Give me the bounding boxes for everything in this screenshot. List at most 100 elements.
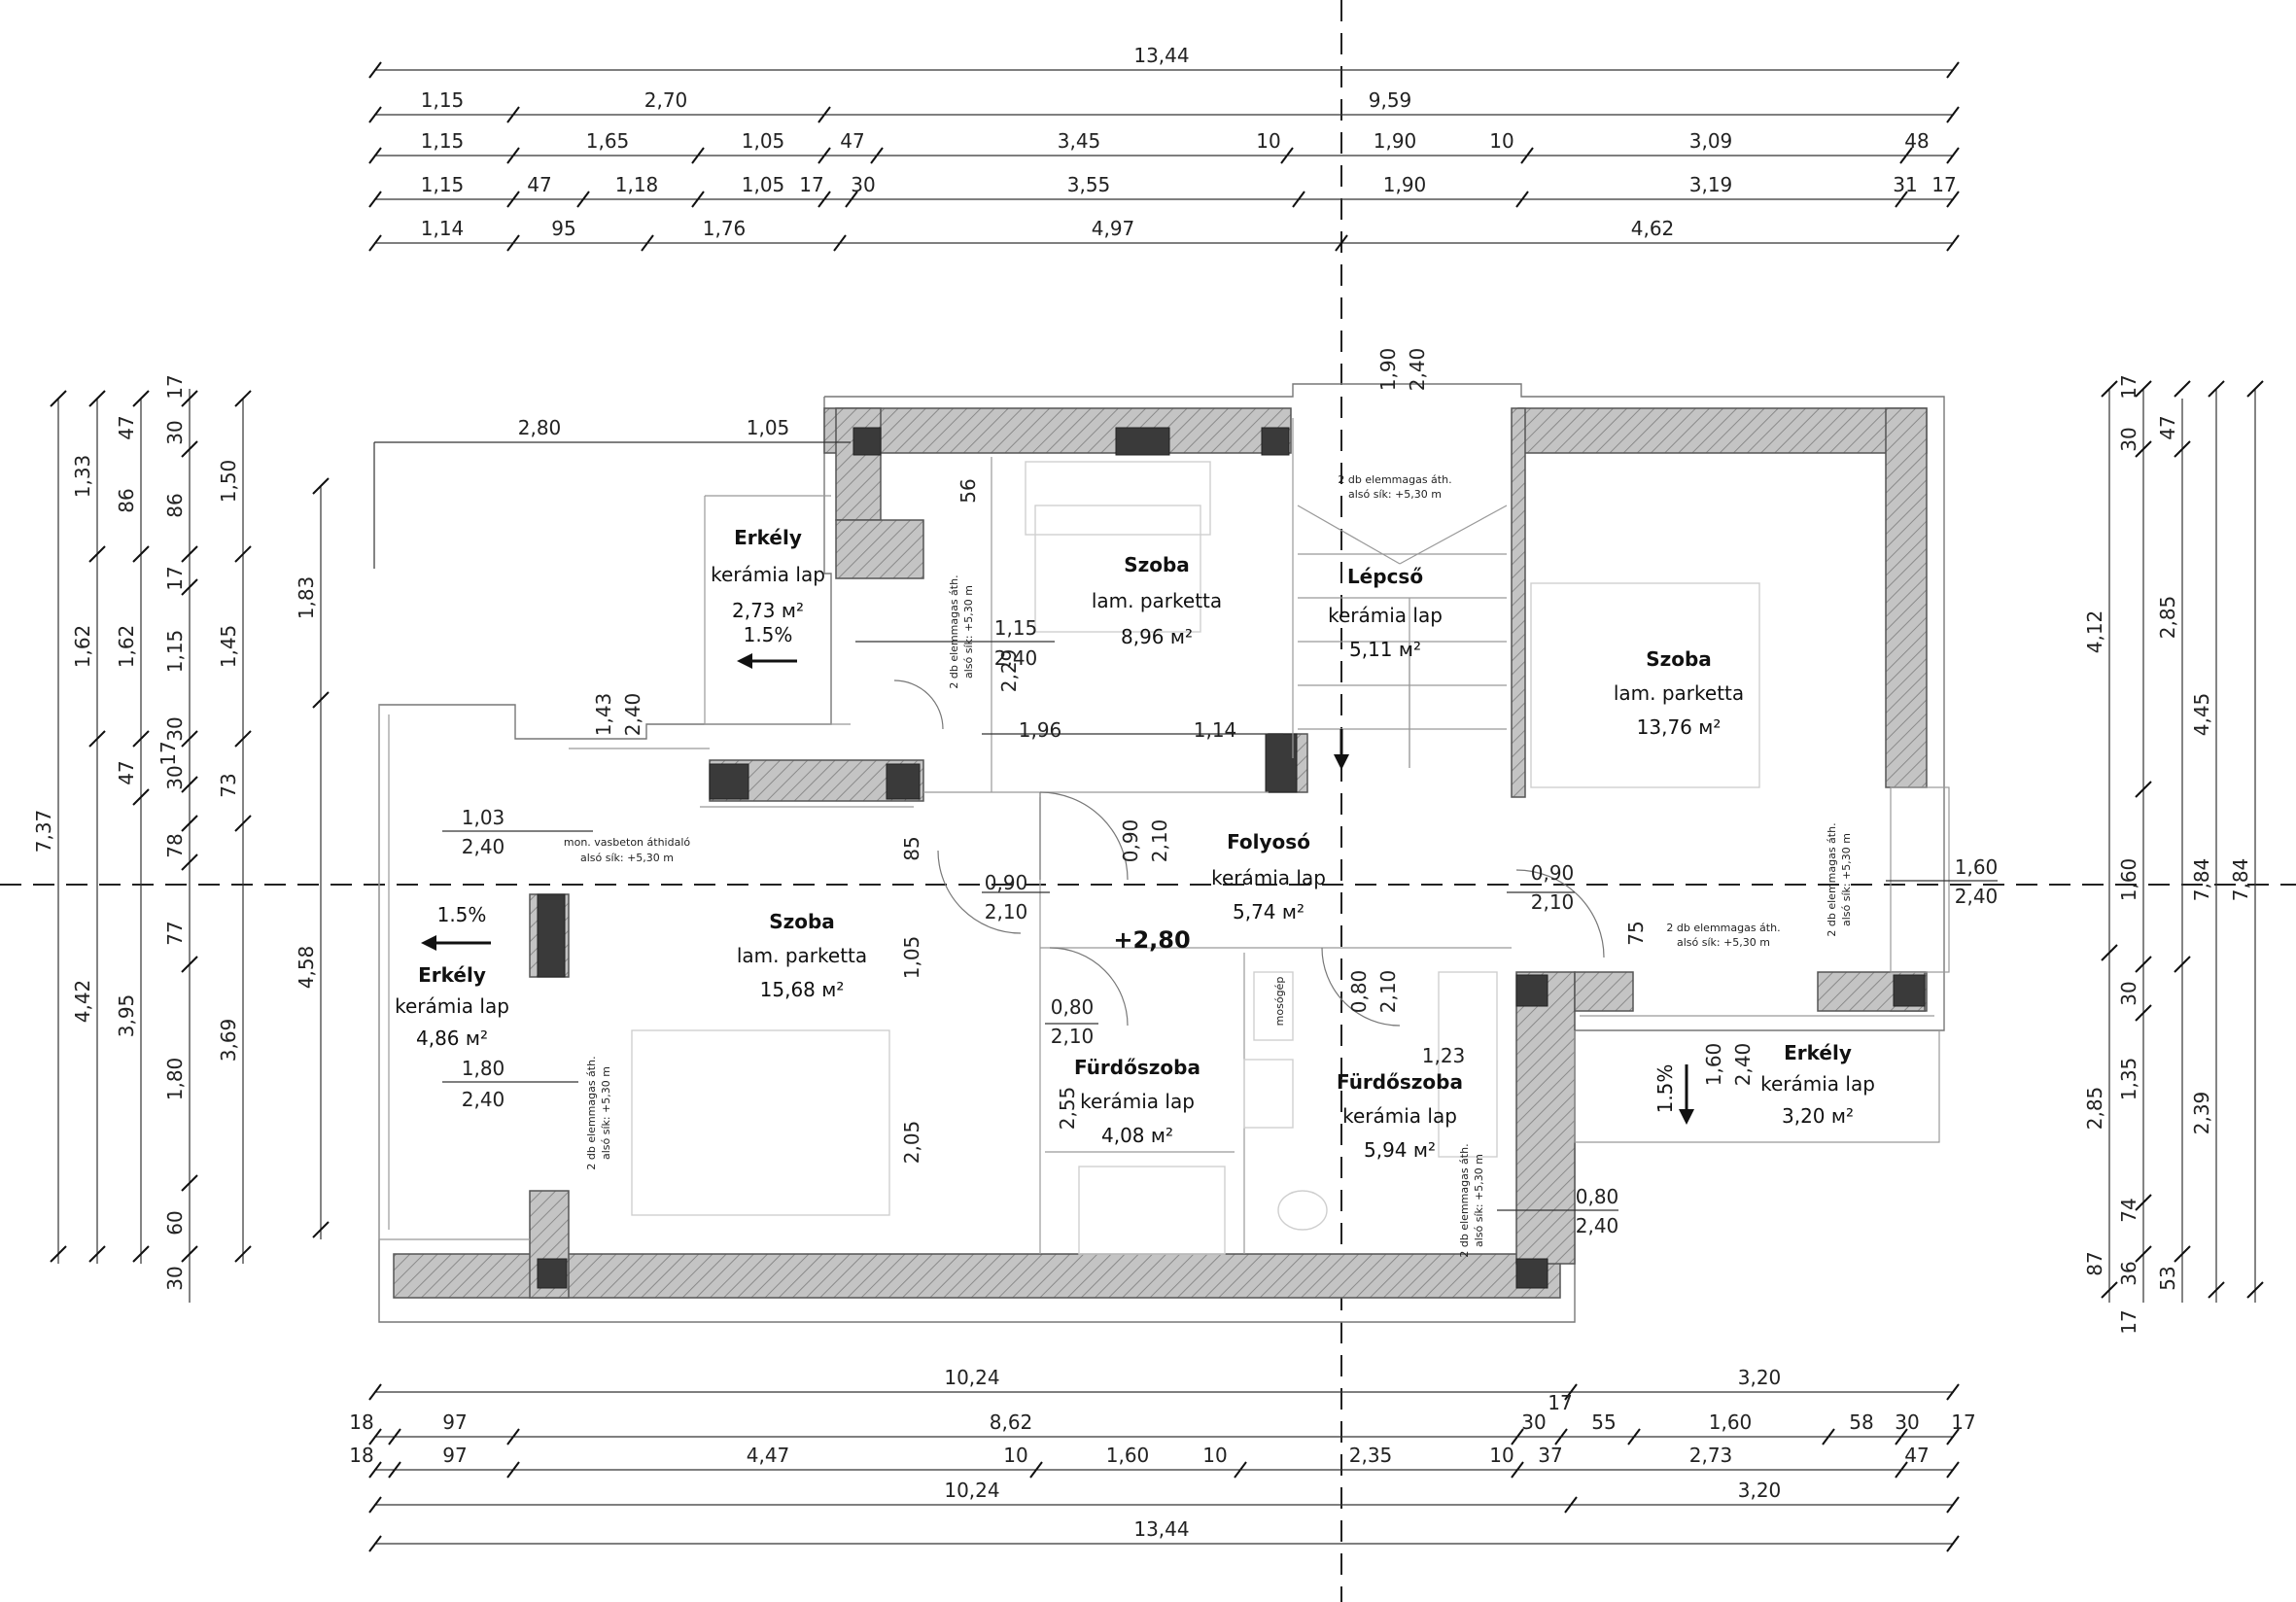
room-name: Szoba (1646, 647, 1712, 671)
appliance-label: mosógép (1273, 977, 1286, 1027)
dim-label: 95 (551, 217, 575, 240)
room-area: 4,86 м² (416, 1027, 488, 1050)
dim-label: 1,60 (1709, 1410, 1753, 1434)
dim-label: 78 (163, 833, 187, 857)
dim-label: 3,69 (217, 1019, 240, 1062)
interior-lines (378, 418, 1950, 1254)
dim-label: 1,15 (163, 630, 187, 674)
opening-height: 2,40 (1406, 348, 1429, 392)
opening-height: 2,40 (621, 693, 644, 737)
dim-label: 60 (163, 1210, 187, 1235)
lintel-notes: 2 db elemmagas áth. alsó sík: +5,30 m 2 … (564, 473, 1853, 1258)
dim-label: 7,84 (2229, 858, 2252, 902)
room-area: 2,73 м² (732, 599, 804, 622)
lintel-note: 2 db elemmagas áth. (1458, 1143, 1471, 1257)
dim-label: 1,62 (115, 625, 138, 669)
dim-label: 17 (1548, 1391, 1572, 1414)
dim-label: 13,44 (1133, 44, 1189, 67)
opening-width: 0,80 (1576, 1185, 1619, 1208)
dim-label: 1,14 (421, 217, 465, 240)
opening-height: 2,40 (1955, 885, 1999, 908)
dim-label: 17 (157, 741, 180, 765)
dim-label: 17 (1951, 1410, 1975, 1434)
opening-width: 1,43 (592, 693, 615, 737)
dim-label: 1,96 (1019, 718, 1062, 742)
dim-label: 18 (349, 1410, 373, 1434)
dim-label: 1,15 (421, 129, 465, 153)
room-floor: kerámia lap (1080, 1090, 1195, 1113)
room-area: 3,20 м² (1782, 1104, 1854, 1128)
room-name: Lépcső (1347, 565, 1423, 588)
lintel-note: 2 db elemmagas áth. (585, 1056, 598, 1169)
dim-label: 30 (1895, 1410, 1919, 1434)
room-floor: kerámia lap (711, 563, 825, 586)
dims-left: 7,37 1,33 1,62 4,42 47 86 1,62 47 3,95 1… (32, 374, 318, 1290)
opening-width: 1,60 (1955, 855, 1999, 879)
opening-height: 2,10 (1531, 890, 1575, 914)
dim-label: 30 (2117, 427, 2140, 451)
dim-label: 36 (2117, 1261, 2140, 1285)
dim-label: 2,35 (1349, 1444, 1393, 1467)
room-area: 5,94 м² (1364, 1138, 1436, 1162)
opening-width: 0,80 (1051, 995, 1095, 1019)
dim-label: 97 (442, 1410, 467, 1434)
dim-label: 37 (1538, 1444, 1562, 1467)
dim-label: 2,55 (1056, 1087, 1079, 1131)
dim-label: 17 (1931, 173, 1956, 196)
room-name: Szoba (769, 910, 835, 933)
lintel-note: 2 db elemmagas áth. (1666, 922, 1780, 934)
room-floor: kerámia lap (395, 994, 509, 1018)
dim-label: 86 (163, 493, 187, 517)
dim-label: 1,65 (586, 129, 630, 153)
room-name: Fürdőszoba (1337, 1070, 1463, 1094)
room-name: Fürdőszoba (1074, 1056, 1200, 1079)
dim-label: 3,95 (115, 994, 138, 1038)
dim-label: 2,85 (2156, 596, 2179, 640)
room-floor: lam. parketta (1092, 589, 1222, 612)
dim-label: 17 (163, 374, 187, 399)
dim-label: 2,80 (518, 416, 562, 439)
room-balcony-nw: Erkély kerámia lap 2,73 м² 1.5% (711, 526, 825, 646)
dim-label: 47 (115, 760, 138, 784)
dim-label: 30 (851, 173, 875, 196)
dim-label: 3,19 (1689, 173, 1733, 196)
dim-label: 1,15 (421, 88, 465, 112)
dim-label: 10,24 (944, 1479, 999, 1502)
room-floor: kerámia lap (1342, 1104, 1457, 1128)
dim-label: 1,60 (2117, 858, 2140, 902)
opening-width: 1,60 (1702, 1043, 1725, 1087)
room-2: Szoba lam. parketta 13,76 м² (1614, 647, 1744, 739)
dim-label: 7,37 (32, 810, 55, 853)
opening-height: 2,10 (1148, 819, 1171, 863)
dimension-lines (57, 69, 2256, 1545)
dim-label: 47 (115, 415, 138, 439)
room-bath-1: Fürdőszoba kerámia lap 4,08 м² (1074, 1056, 1200, 1147)
opening-width: 0,80 (1347, 970, 1371, 1014)
lintel-note: alsó sík: +5,30 m (1348, 488, 1442, 501)
dim-label: 1,90 (1374, 129, 1417, 153)
room-balcony-se: Erkély kerámia lap 3,20 м² 1.5% (1653, 1041, 1875, 1128)
dim-label: 3,09 (1689, 129, 1733, 153)
room-floor: lam. parketta (737, 944, 867, 967)
dim-label: 18 (349, 1444, 373, 1467)
dim-label: 4,42 (71, 980, 94, 1024)
opening-labels: 1,15 2,40 1,03 2,40 1,80 2,40 0,90 2,10 … (442, 348, 1998, 1237)
dim-label: 75 (1624, 921, 1648, 945)
dim-label: 30 (163, 420, 187, 444)
lintel-note: 2 db elemmagas áth. (948, 575, 960, 688)
opening-height: 2,40 (462, 835, 505, 858)
dim-label: 30 (163, 716, 187, 741)
dim-label: 55 (1591, 1410, 1616, 1434)
dim-label: 1,60 (1106, 1444, 1150, 1467)
dims-inner: 2,80 1,05 56 1,96 1,14 85 1,05 2,05 2,55… (518, 416, 1648, 1164)
dim-label: 1,80 (163, 1058, 187, 1101)
dim-label: 4,45 (2190, 693, 2213, 737)
dim-label: 10 (1003, 1444, 1027, 1467)
dim-label: 3,45 (1058, 129, 1101, 153)
slope-label: 1.5% (744, 623, 793, 646)
level-marker: +2,80 (1113, 926, 1190, 954)
room-name: Erkély (418, 963, 486, 987)
opening-width: 1,15 (994, 616, 1038, 640)
